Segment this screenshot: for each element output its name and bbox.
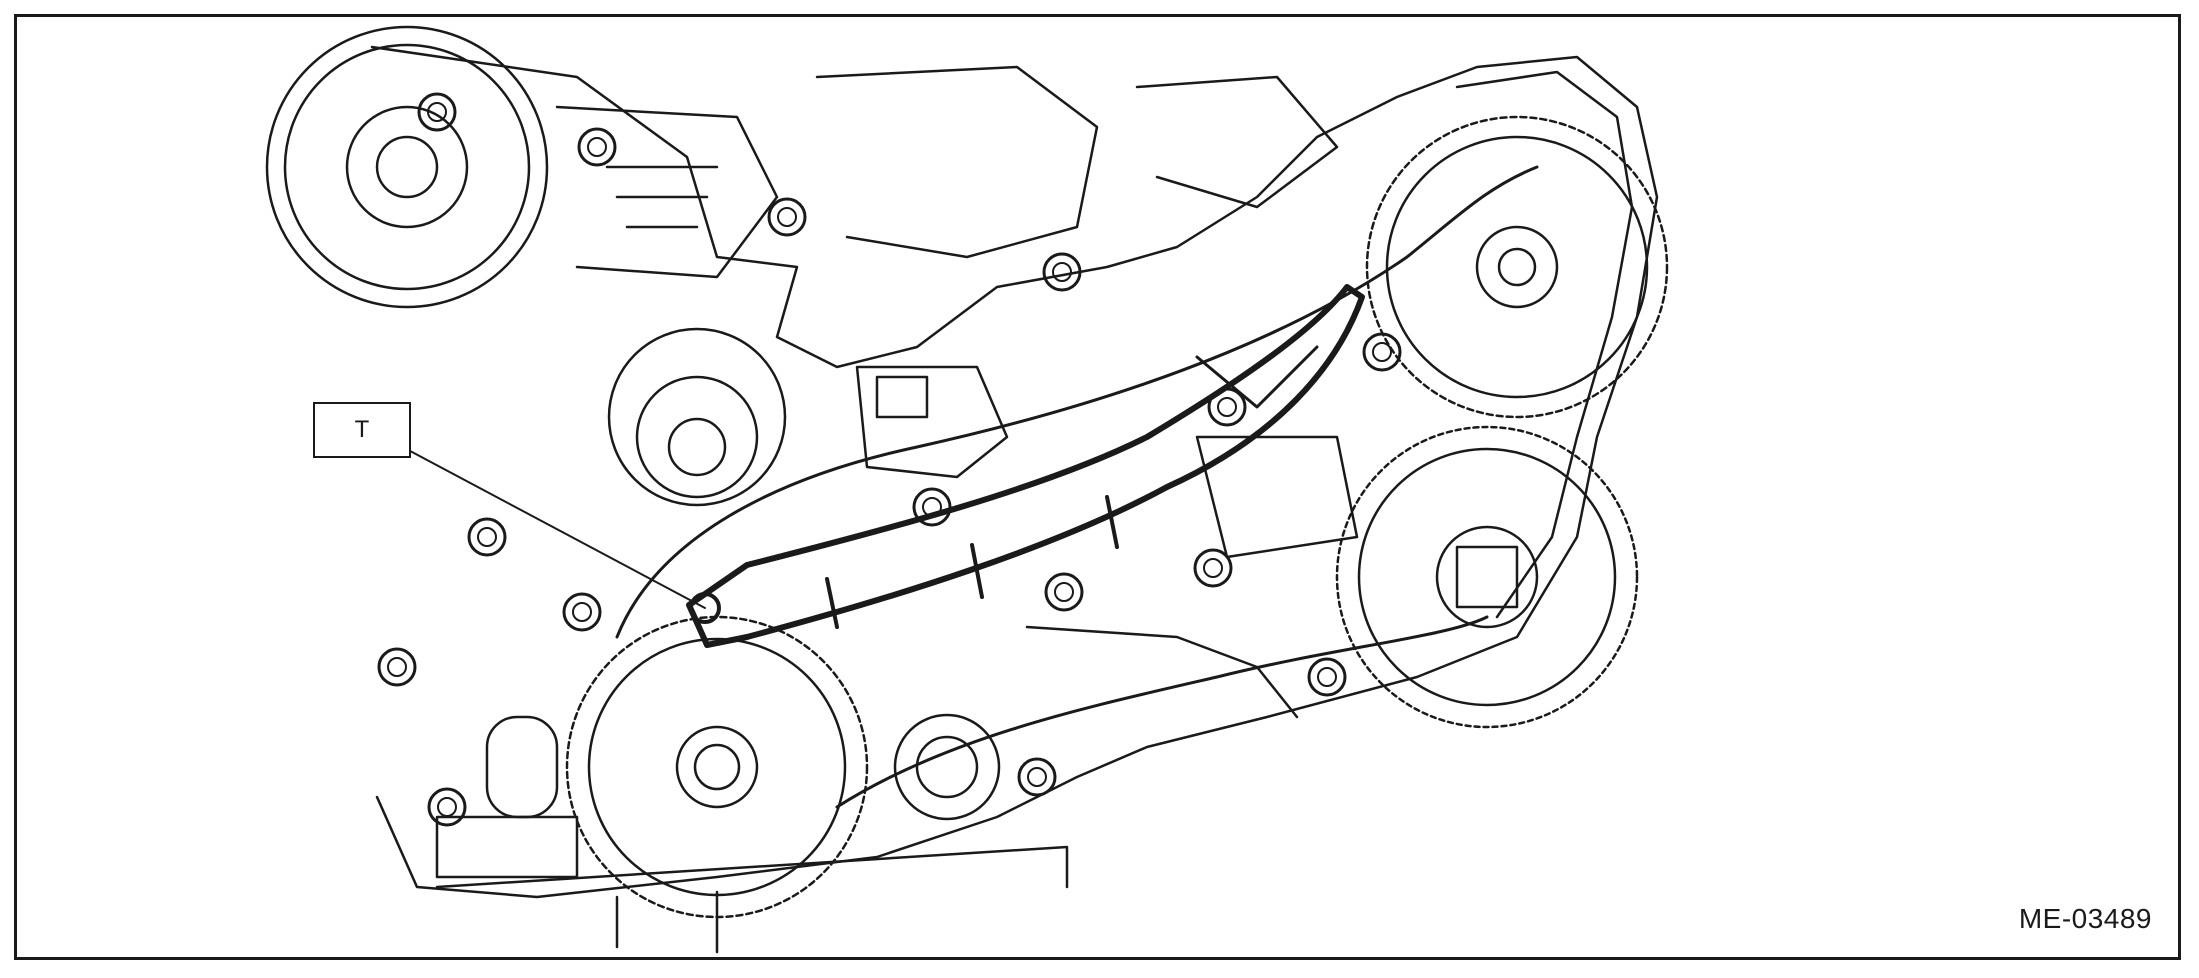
left-pulley (265, 25, 549, 309)
figure-frame: T ME-03489 (14, 14, 2181, 960)
timing-chain-upper (615, 165, 1539, 639)
left-idler (607, 327, 787, 507)
figure-code: ME-03489 (2018, 903, 2152, 934)
timing-chain-lower (835, 615, 1489, 809)
tensioner (855, 365, 1009, 479)
chain-guide-outline (686, 284, 1365, 648)
timing-cover-outline (370, 45, 1659, 899)
callout-leader-line (396, 443, 706, 609)
engine-timing-chain-line-art (265, 25, 1669, 954)
lower-idler (893, 713, 1001, 821)
callout-label: T (354, 416, 370, 443)
cam-sprocket-upper (1365, 115, 1669, 419)
callout-label-box: T (313, 402, 411, 458)
guide-bolt-highlight (689, 592, 721, 624)
crank-sprocket (565, 615, 869, 919)
cam-sprocket-lower (1335, 425, 1639, 729)
